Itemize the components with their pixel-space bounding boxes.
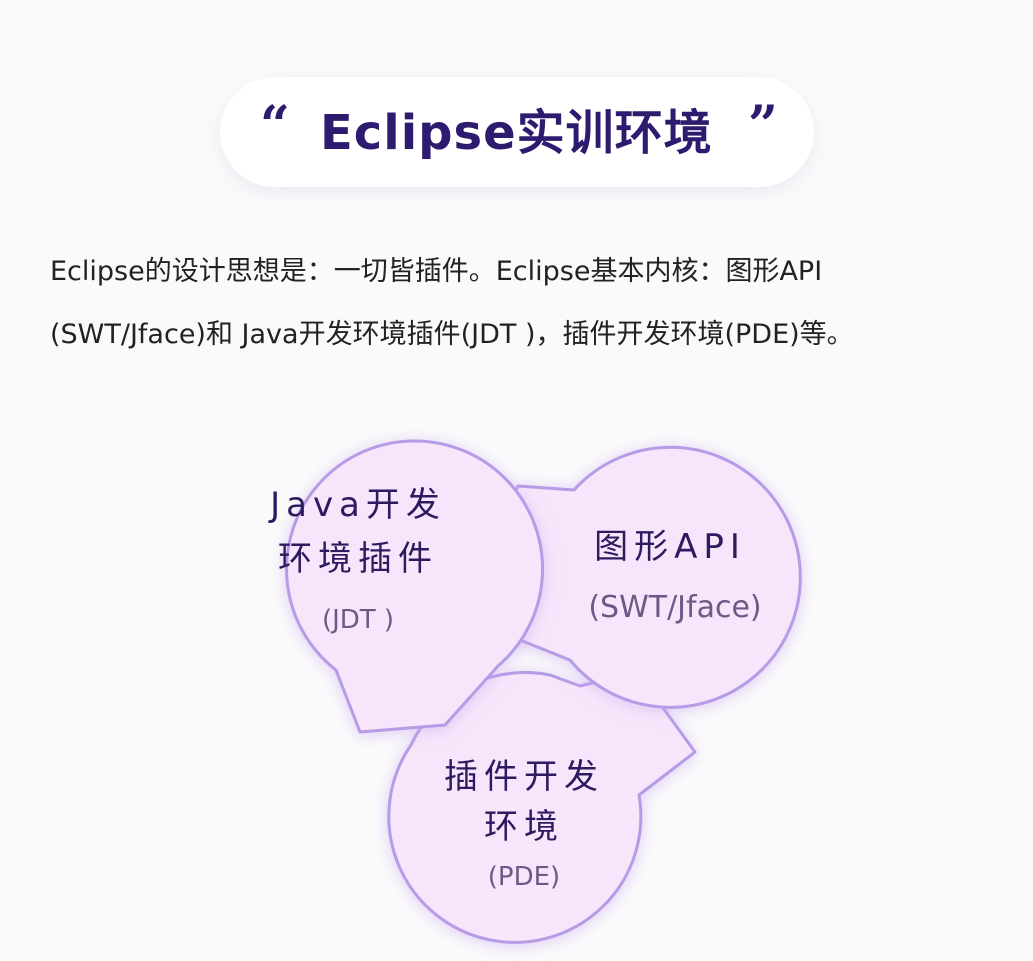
description-line-2: (SWT/Jface)和 Java开发环境插件(JDT )，插件开发环境(PDE… — [50, 319, 854, 350]
jdt-label-line-2: 环境插件 — [278, 539, 438, 579]
close-quote-mark: ” — [748, 95, 778, 156]
description-line-1: Eclipse的设计思想是：一切皆插件。Eclipse基本内核：图形API — [50, 256, 823, 287]
open-quote-mark: “ — [260, 95, 290, 156]
pde-label-line-2: 环境 — [484, 807, 564, 847]
pde-label-line-1: 插件开发 — [444, 757, 604, 797]
swt-label: 图形API — [594, 527, 746, 567]
swt-sublabel: (SWT/Jface) — [588, 590, 762, 625]
swt-bubble — [488, 445, 802, 709]
page-title: Eclipse实训环境 — [320, 105, 713, 161]
jdt-label-line-1: Java开发 — [270, 485, 446, 525]
title-banner — [220, 77, 814, 187]
jdt-bubble — [285, 439, 545, 734]
jdt-sublabel: (JDT ) — [321, 605, 395, 635]
pde-sublabel: (PDE) — [487, 862, 561, 892]
